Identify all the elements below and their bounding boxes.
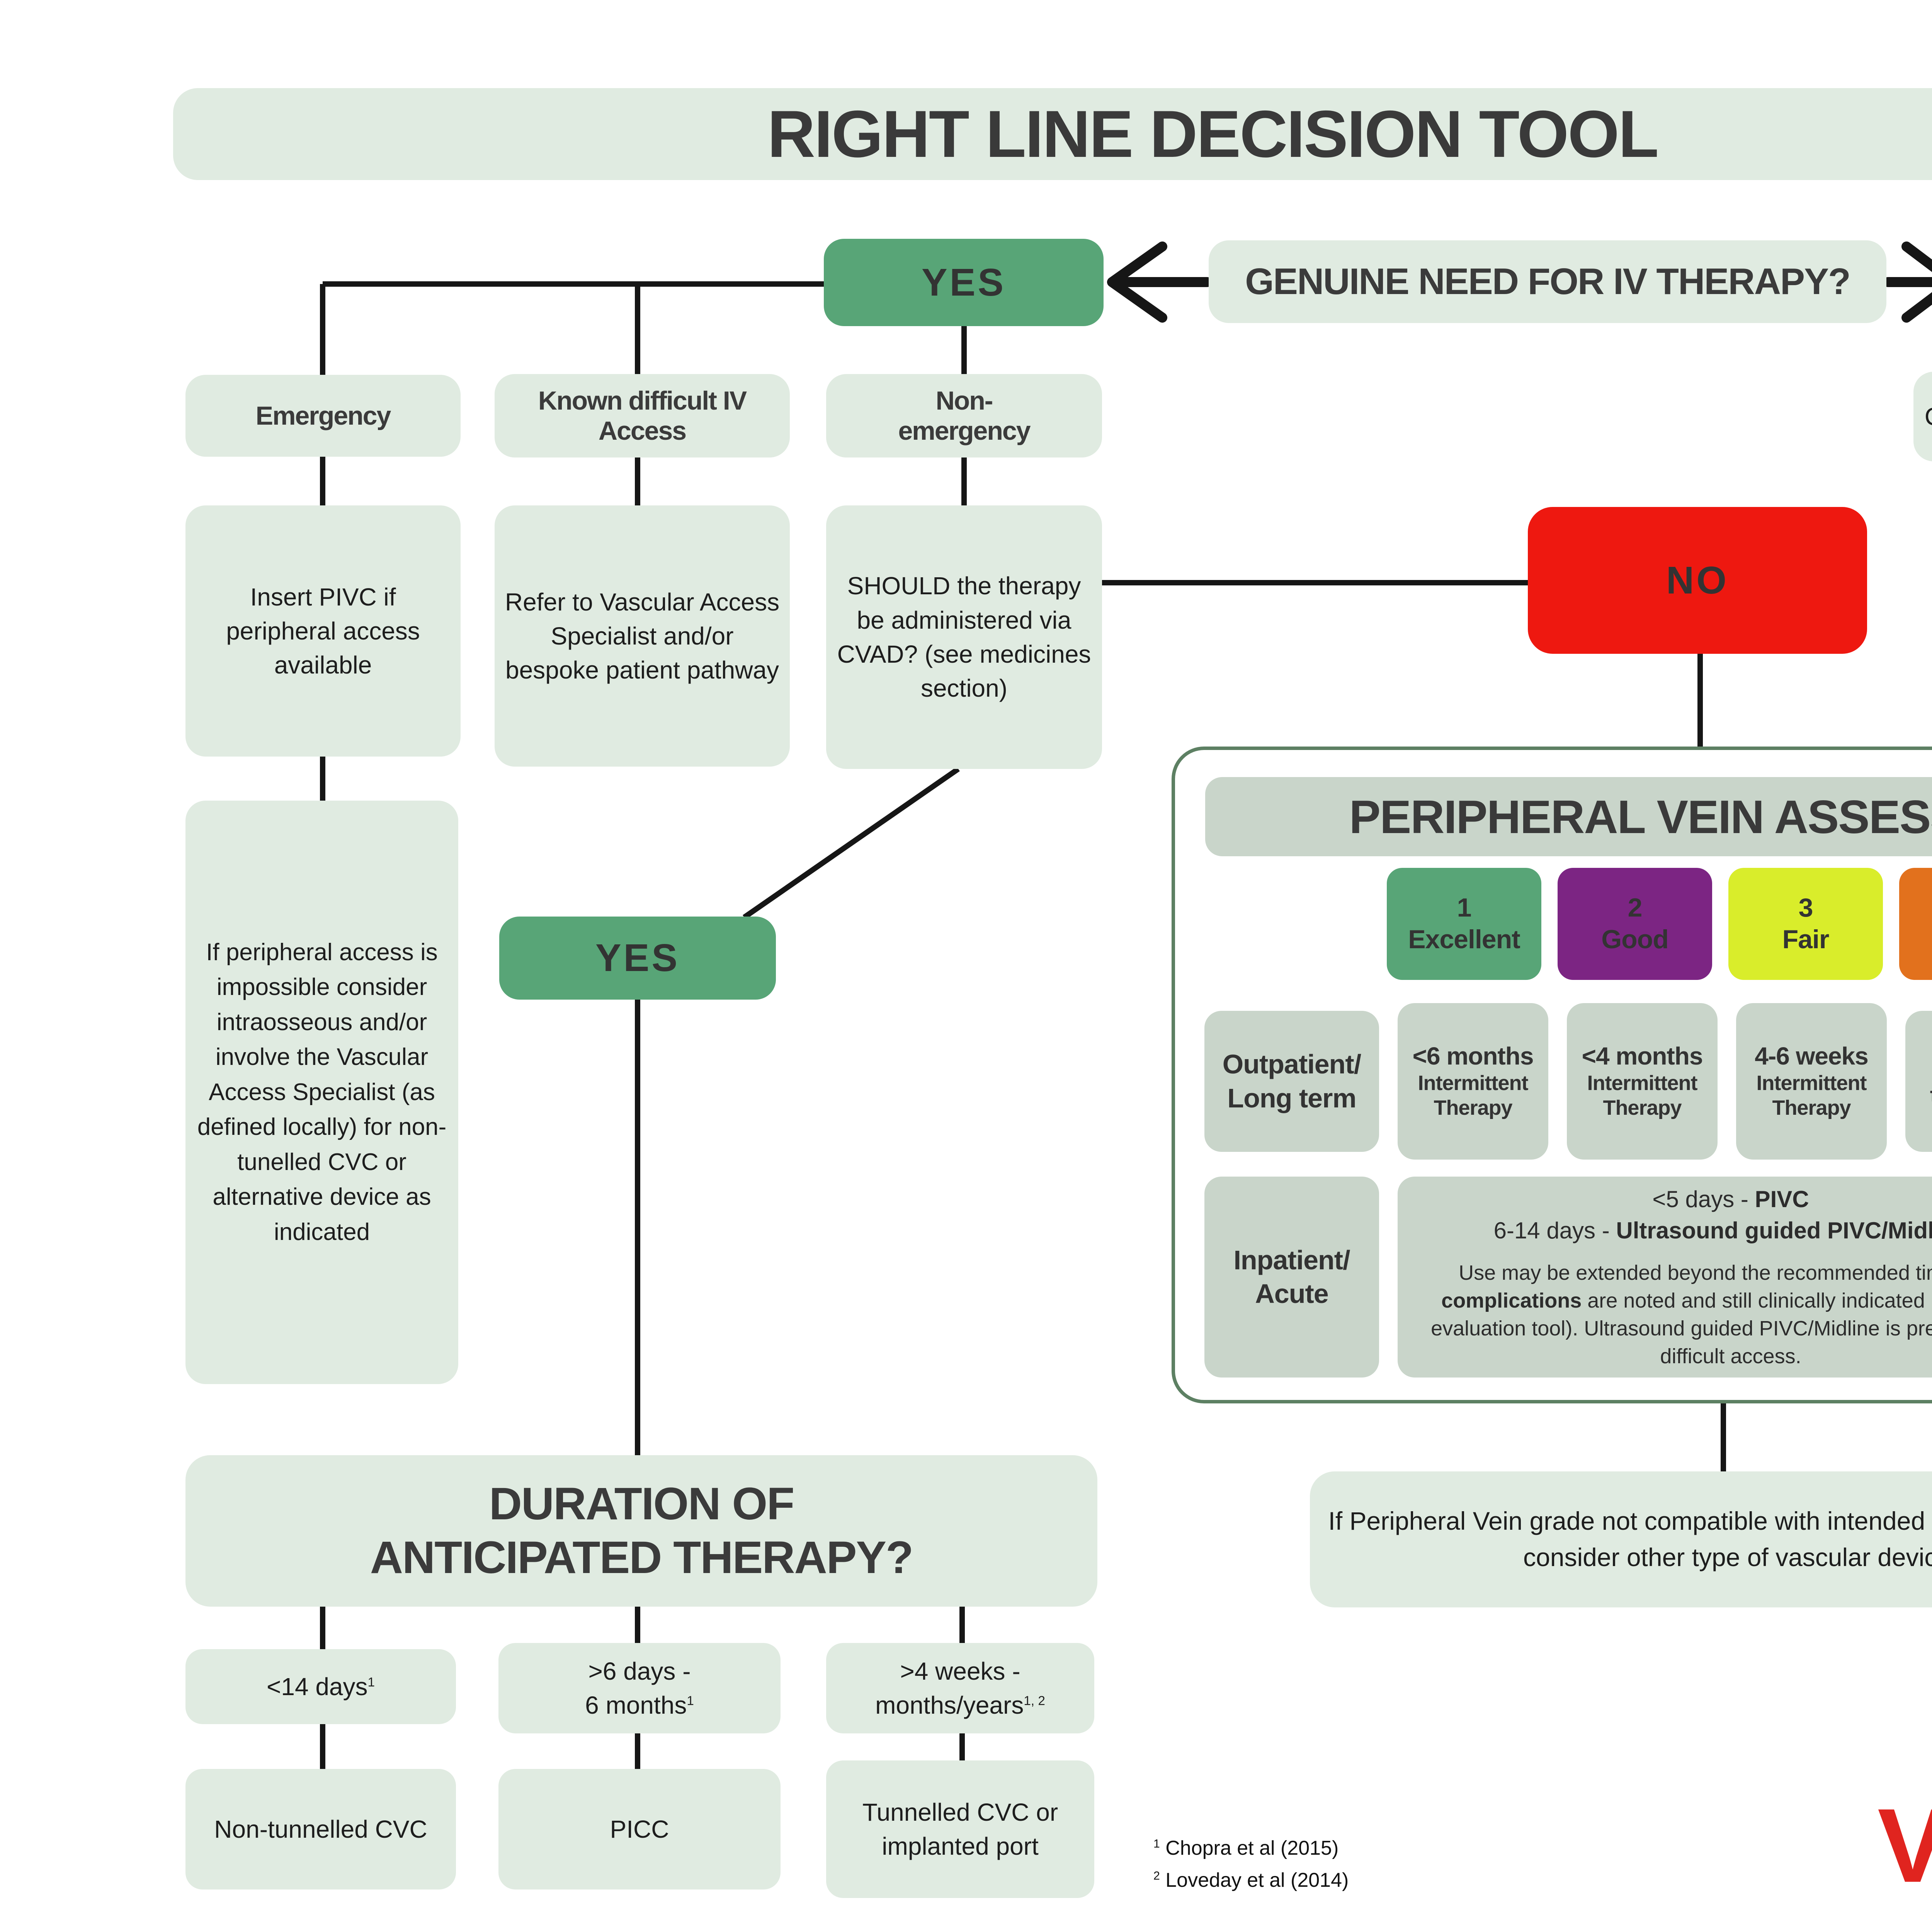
- no-node-cvad: NO: [1528, 507, 1867, 654]
- line-should-to-yes2: [743, 767, 960, 920]
- guidance-line-2: 6-14 days - Ultrasound guided PIVC/Midli…: [1493, 1218, 1932, 1244]
- page-title-bar: RIGHT LINE DECISION TOOL: [173, 88, 1932, 180]
- guidance-line-1: <5 days - PIVC: [1652, 1186, 1809, 1213]
- cell-4-months-intermittent: <4 months Intermittent Therapy: [1567, 1003, 1718, 1160]
- cell-one-treatment: One treatment: [1905, 1011, 1932, 1152]
- vein-grade-2-good: 2 Good: [1558, 868, 1712, 980]
- vein-grade-1-excellent: 1 Excellent: [1387, 868, 1541, 980]
- emergency-branch: Emergency: [185, 375, 461, 457]
- if-peripheral-impossible-step: If peripheral access is impossible consi…: [185, 801, 458, 1384]
- peripheral-vein-assessment-panel: PERIPHERAL VEIN ASSESSMENT 1 Excellent 2…: [1172, 747, 1932, 1403]
- device-picc: PICC: [498, 1769, 781, 1889]
- cell-4-6-weeks-intermittent: 4-6 weeks Intermittent Therapy: [1736, 1003, 1887, 1160]
- cell-6-months-intermittent: <6 months Intermittent Therapy: [1398, 1003, 1548, 1160]
- option-4-weeks-months-years: >4 weeks - months/years1, 2: [826, 1643, 1094, 1733]
- arrowhead-to-yes: [1107, 242, 1167, 323]
- option-6-days-6-months: >6 days - 6 months1: [498, 1643, 781, 1733]
- vein-grade-4-poor: 4 Poor: [1899, 868, 1932, 980]
- yes-node-cvad: YES: [499, 917, 776, 1000]
- option-lt-14-days: <14 days1: [185, 1649, 456, 1724]
- insert-pivc-step: Insert PIVC if peripheral access availab…: [185, 505, 461, 757]
- page-title: RIGHT LINE DECISION TOOL: [767, 97, 1659, 171]
- arrowhead-to-no: [1901, 242, 1932, 323]
- reference-footnotes: 1 Chopra et al (2015) 2 Loveday et al (2…: [1153, 1832, 1349, 1896]
- logo-letter-v: V: [1878, 1787, 1932, 1904]
- duration-question: DURATION OF ANTICIPATED THERAPY?: [185, 1455, 1097, 1607]
- if-grade-not-compatible-note: If Peripheral Vein grade not compatible …: [1310, 1471, 1932, 1607]
- guidance-paragraph: Use may be extended beyond the recommend…: [1431, 1261, 1932, 1368]
- vascufirst-logo: VascuFırst: [1878, 1793, 1932, 1901]
- non-emergency-branch: Non- emergency: [826, 374, 1102, 457]
- device-non-tunnelled-cvc: Non-tunnelled CVC: [185, 1769, 456, 1889]
- genuine-need-question: GENUINE NEED FOR IV THERAPY?: [1209, 240, 1886, 323]
- peripheral-vein-assessment-title: PERIPHERAL VEIN ASSESSMENT: [1205, 777, 1932, 856]
- row-outpatient-long-term: Outpatient/ Long term: [1204, 1011, 1379, 1152]
- footnote-chopra: 1 Chopra et al (2015): [1153, 1837, 1339, 1859]
- cell-inpatient-guidance: <5 days - PIVC 6-14 days - Ultrasound gu…: [1398, 1177, 1932, 1378]
- footnote-loveday: 2 Loveday et al (2014): [1153, 1869, 1349, 1892]
- should-cvad-question: SHOULD the therapy be administered via C…: [826, 505, 1102, 769]
- row-inpatient-acute: Inpatient/ Acute: [1204, 1177, 1379, 1378]
- device-tunnelled-cvc-port: Tunnelled CVC or implanted port: [826, 1760, 1094, 1898]
- continue-alternative-route: Continue via alternative route: [1913, 372, 1932, 461]
- known-difficult-iv-access-branch: Known difficult IV Access: [495, 374, 790, 457]
- refer-vascular-specialist-step: Refer to Vascular Access Specialist and/…: [495, 505, 790, 767]
- yes-node-top: YES: [824, 239, 1104, 326]
- vein-grade-3-fair: 3 Fair: [1728, 868, 1883, 980]
